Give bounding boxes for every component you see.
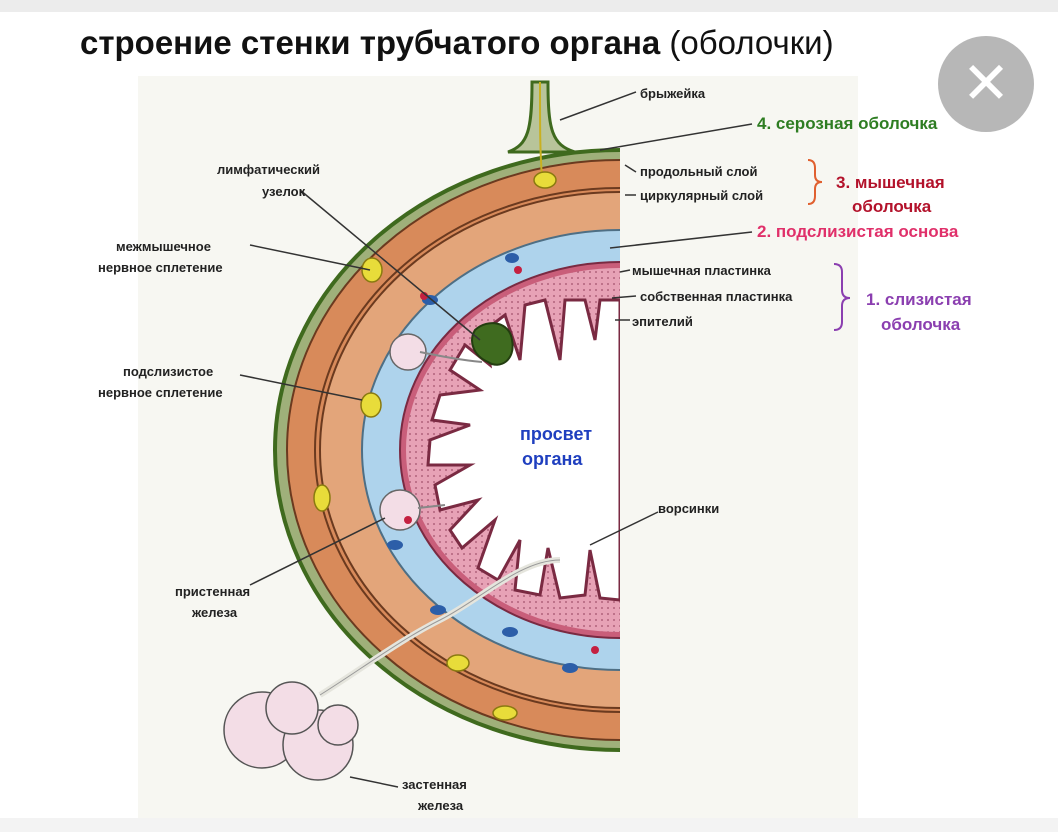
label-mucosa-1: 1. слизистая [866, 290, 972, 309]
title-main: строение стенки трубчатого органа [80, 24, 661, 61]
extramural-duct-outline [319, 559, 561, 696]
plexus-node-bottom [446, 654, 470, 672]
parietal-duct [419, 351, 483, 363]
close-icon: ✕ [961, 51, 1011, 116]
label-lumen-2: органа [522, 449, 583, 469]
label-lamina-propria: собственная пластинка [640, 289, 793, 304]
bracket-muscular [807, 159, 823, 205]
submucous-plexus-node [360, 392, 382, 418]
longitudinal-inner-border [314, 187, 620, 713]
label-serosa: 4. серозная оболочка [757, 114, 938, 133]
plexus-node-bottom-2 [492, 705, 518, 721]
label-longitudinal: продольный слой [640, 164, 758, 179]
label-villi: ворсинки [658, 501, 719, 516]
label-submucous-1: подслизистое [123, 364, 213, 379]
label-parietal-2: железа [191, 605, 238, 620]
bracket-mucosa [833, 263, 851, 331]
label-muscular-2: оболочка [852, 197, 932, 216]
label-muscular-1: 3. мышечная [836, 173, 945, 192]
label-circular: циркулярный слой [640, 188, 763, 203]
page-title: строение стенки трубчатого органа (оболо… [80, 24, 834, 62]
parietal-duct-2 [417, 504, 446, 509]
lymphatic-nodule [471, 322, 514, 366]
label-myenteric-2: нервное сплетение [98, 260, 223, 275]
label-lymph-2: узелок [262, 184, 306, 199]
myenteric-plexus-node-2 [313, 484, 331, 512]
label-lumen-1: просвет [520, 424, 592, 444]
label-mesentery: брыжейка [640, 86, 706, 101]
pointer-lines [239, 91, 753, 788]
parietal-gland-1 [389, 333, 427, 371]
label-mucosa-2: оболочка [881, 315, 961, 334]
label-lamina-muscularis: мышечная пластинка [632, 263, 772, 278]
close-button[interactable]: ✕ [938, 36, 1034, 132]
label-submucous-2: нервное сплетение [98, 385, 223, 400]
label-parietal-1: пристенная [175, 584, 250, 599]
myenteric-plexus-node [361, 257, 383, 283]
label-lymph-1: лимфатический [217, 162, 320, 177]
label-submucosa: 2. подслизистая основа [757, 222, 959, 241]
bottom-bar [0, 818, 1058, 832]
red-vessels [404, 266, 599, 654]
mesentery-node [533, 171, 557, 189]
top-bar [0, 0, 1058, 12]
label-extramural-2: железа [417, 798, 464, 813]
label-myenteric-1: межмышечное [116, 239, 211, 254]
parietal-gland-2 [379, 489, 421, 531]
title-sub: (оболочки) [669, 24, 834, 61]
mesentery-nerve [539, 81, 543, 179]
mesentery [507, 80, 576, 154]
label-epithelium: эпителий [632, 314, 693, 329]
label-extramural-1: застенная [402, 777, 467, 792]
extramural-gland [223, 681, 359, 781]
